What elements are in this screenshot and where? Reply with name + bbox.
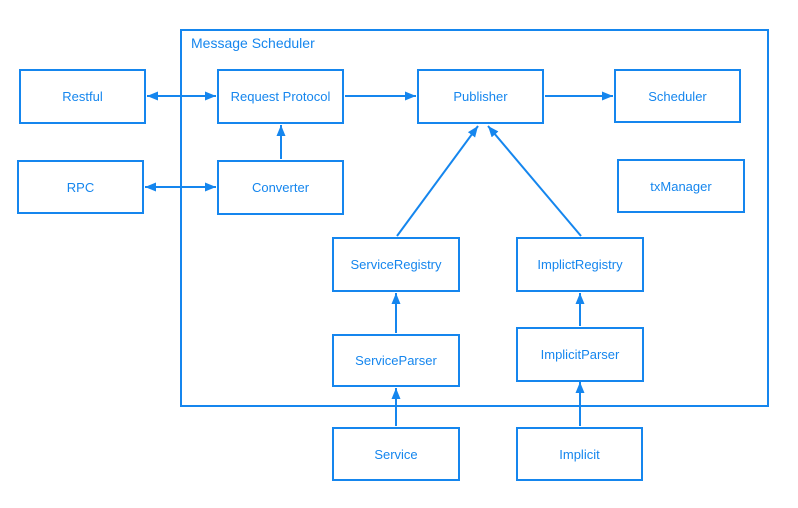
node-scheduler: Scheduler [614, 69, 741, 123]
message-scheduler-container: Message Scheduler [180, 29, 769, 407]
node-publisher: Publisher [417, 69, 544, 124]
node-request-protocol: Request Protocol [217, 69, 344, 124]
node-service-registry: ServiceRegistry [332, 237, 460, 292]
node-converter: Converter [217, 160, 344, 215]
container-title: Message Scheduler [191, 35, 315, 51]
node-tx-manager: txManager [617, 159, 745, 213]
node-rpc: RPC [17, 160, 144, 214]
node-implicit-parser: ImplicitParser [516, 327, 644, 382]
node-implicit: Implicit [516, 427, 643, 481]
node-service: Service [332, 427, 460, 481]
node-implict-registry: ImplictRegistry [516, 237, 644, 292]
node-service-parser: ServiceParser [332, 334, 460, 387]
node-restful: Restful [19, 69, 146, 124]
